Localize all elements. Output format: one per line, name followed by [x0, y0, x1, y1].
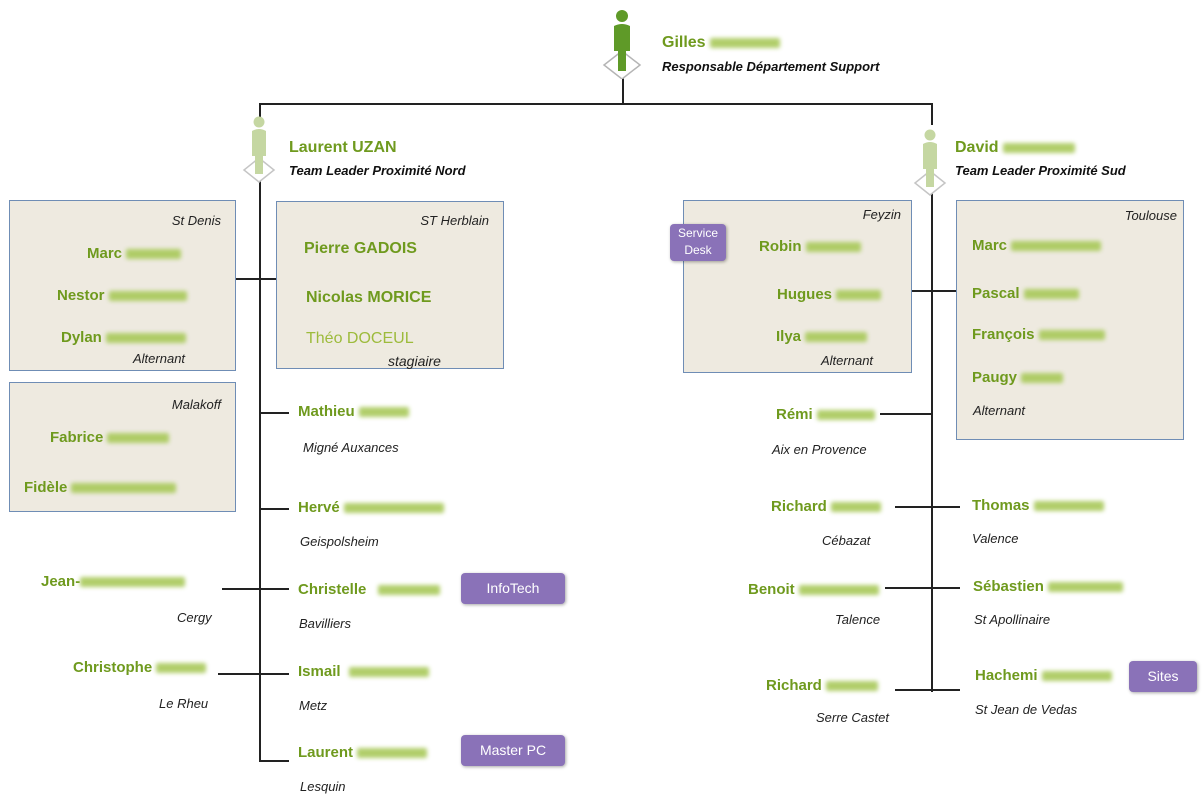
leader-nord-role: Team Leader Proximité Nord	[289, 163, 466, 178]
person-icon	[242, 116, 276, 183]
connector	[259, 103, 261, 125]
member-name: Marc	[87, 245, 182, 262]
site-label: Feyzin	[862, 207, 901, 222]
connector	[235, 278, 277, 280]
member-name: François	[972, 326, 1105, 343]
member-note: Alternant	[821, 353, 874, 368]
site-label: ST Herblain	[420, 213, 489, 228]
member-name: Rémi	[776, 406, 875, 423]
member-name: Pierre GADOIS	[304, 240, 417, 257]
top-manager-name: Gilles	[662, 34, 780, 52]
member-name: Pascal	[972, 285, 1079, 302]
member-location: Bavilliers	[299, 616, 352, 631]
connector	[912, 290, 956, 292]
connector	[622, 78, 624, 104]
member-name: Dylan	[61, 329, 186, 346]
person-icon	[913, 129, 947, 196]
top-manager-role: Responsable Département Support	[662, 59, 880, 74]
connector	[880, 413, 931, 415]
connector	[931, 103, 933, 125]
member-location: St Apollinaire	[974, 612, 1051, 627]
member-location: Valence	[972, 531, 1019, 546]
connector	[931, 180, 933, 692]
member-name: Ismail	[298, 663, 429, 680]
service-desk-tag: Service Desk	[670, 224, 726, 261]
connector	[259, 180, 261, 762]
member-location: St Jean de Vedas	[975, 702, 1078, 717]
connector	[259, 508, 289, 510]
master-pc-tag: Master PC	[461, 735, 565, 766]
member-name: Nicolas MORICE	[306, 289, 432, 306]
member-name: Nestor	[57, 287, 187, 304]
leader-sud-name: David	[955, 139, 1075, 157]
member-name: Théo DOCEUL	[306, 330, 414, 347]
member-name: Christelle	[298, 581, 441, 598]
member-location: Serre Castet	[816, 710, 889, 725]
connector	[895, 689, 960, 691]
connector	[259, 412, 289, 414]
member-name: Thomas	[972, 497, 1104, 514]
member-name: Hugues	[777, 286, 882, 303]
member-name: Richard	[766, 677, 878, 694]
connector	[259, 760, 289, 762]
person-icon	[602, 10, 642, 79]
member-name: Hervé	[298, 499, 444, 516]
site-label: Malakoff	[171, 397, 221, 412]
connector	[895, 506, 960, 508]
site-box-st-denis: St Denis Marc Nestor Dylan Alternant	[9, 200, 236, 371]
member-name: Hachemi	[975, 667, 1112, 684]
connector	[222, 588, 289, 590]
connector	[218, 673, 289, 675]
member-name: Laurent	[298, 744, 428, 761]
member-name: Ilya	[776, 328, 868, 345]
member-name: Richard	[771, 498, 881, 515]
member-name: Marc	[972, 237, 1102, 254]
member-location: Migné Auxances	[303, 440, 399, 455]
connector	[259, 103, 932, 105]
site-label: St Denis	[171, 213, 221, 228]
sites-tag: Sites	[1129, 661, 1197, 692]
site-box-malakoff: Malakoff Fabrice Fidèle	[9, 382, 236, 512]
member-name: Mathieu	[298, 403, 409, 420]
member-location: Aix en Provence	[772, 442, 867, 457]
leader-nord-name: Laurent UZAN	[289, 139, 397, 156]
member-location: Cébazat	[822, 533, 871, 548]
member-name: Paugy	[972, 369, 1064, 386]
connector	[885, 587, 960, 589]
member-note: Alternant	[133, 351, 186, 366]
member-note: Alternant	[973, 403, 1026, 418]
member-name: Christophe	[73, 659, 207, 676]
member-location: Metz	[299, 698, 328, 713]
member-location: Talence	[835, 612, 881, 627]
member-note: stagiaire	[388, 353, 441, 369]
member-location: Lesquin	[300, 779, 346, 794]
site-label: Toulouse	[1124, 208, 1177, 223]
member-name: Sébastien	[973, 578, 1123, 595]
infotech-tag: InfoTech	[461, 573, 565, 604]
site-box-st-herblain: ST Herblain Pierre GADOIS Nicolas MORICE…	[276, 201, 504, 369]
member-name: Jean-	[41, 573, 186, 590]
member-location: Geispolsheim	[300, 534, 379, 549]
leader-sud-role: Team Leader Proximité Sud	[955, 163, 1126, 178]
member-name: Fabrice	[50, 429, 170, 446]
site-box-toulouse: Toulouse Marc Pascal François Paugy Alte…	[956, 200, 1184, 440]
member-name: Robin	[759, 238, 861, 255]
member-name: Fidèle	[24, 479, 177, 496]
member-location: Le Rheu	[159, 696, 209, 711]
member-name: Benoit	[748, 581, 879, 598]
member-location: Cergy	[177, 610, 212, 625]
